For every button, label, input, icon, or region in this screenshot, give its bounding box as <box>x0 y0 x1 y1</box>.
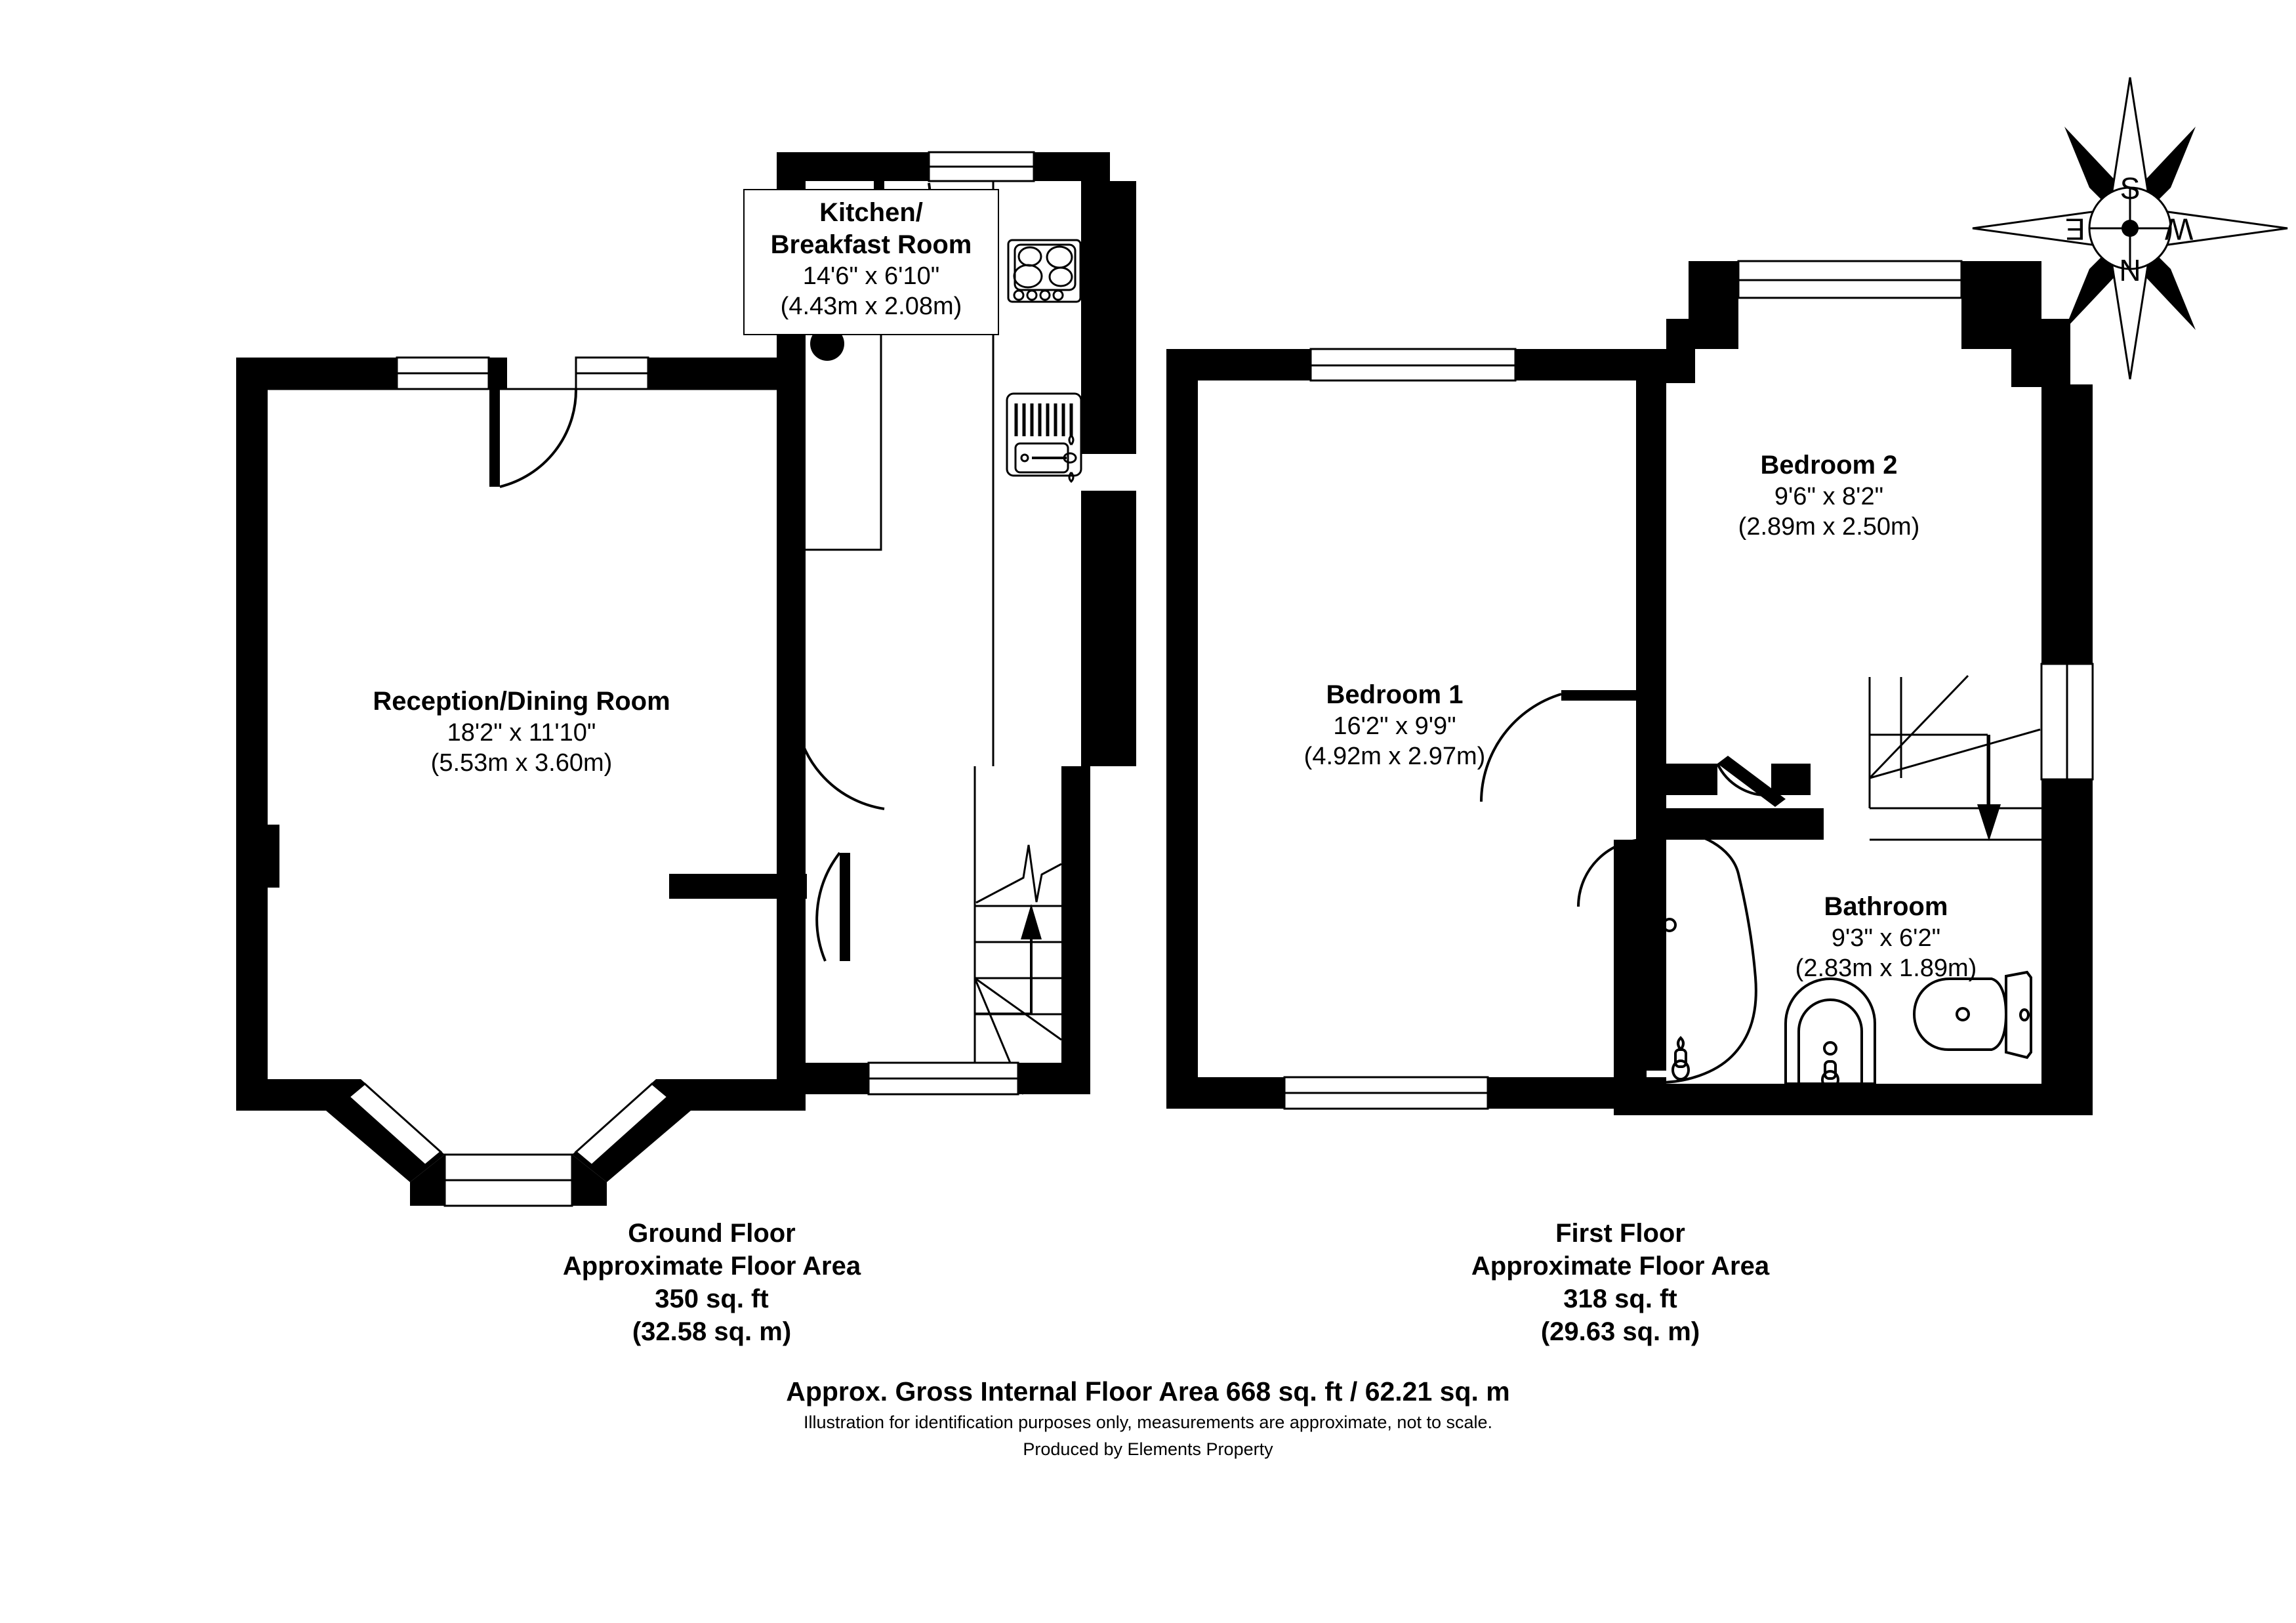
door-bedroom2 <box>1716 756 1786 807</box>
room-label-reception-dining: Reception/Dining Room 18'2" x 11'10" (5.… <box>373 686 670 779</box>
window-reception-top-right <box>575 356 649 390</box>
door-reception-to-kitchen <box>489 387 578 488</box>
bay-side-windows-ground <box>347 1082 670 1166</box>
room-dim-reception-imperial: 18'2" x 11'10" <box>447 718 596 747</box>
bay-window-ground <box>443 1153 573 1207</box>
floor-summary-first: First Floor Approximate Floor Area 318 s… <box>1471 1217 1769 1348</box>
first-floor-plan <box>1166 260 2094 1115</box>
ground-floor-area-m: (32.58 sq. m) <box>632 1317 792 1346</box>
toilet-icon <box>1912 970 2032 1059</box>
door-bathroom <box>1577 838 1646 907</box>
compass-label-bottom: N <box>2119 253 2141 287</box>
room-dim-bathroom-metric: (2.83m x 1.89m) <box>1795 955 1977 983</box>
first-floor-inner-lines <box>1694 298 2013 319</box>
kitchen-label-box <box>743 189 999 335</box>
ground-floor-title: Ground Floor <box>628 1219 796 1248</box>
ground-floor-area-ft: 350 sq. ft <box>655 1284 769 1313</box>
compass-rose <box>1972 77 2288 380</box>
room-label-bedroom1: Bedroom 1 16'2" x 9'9" (4.92m x 2.97m) <box>1304 679 1486 772</box>
room-label-bedroom2: Bedroom 2 9'6" x 8'2" (2.89m x 2.50m) <box>1738 449 1920 543</box>
first-floor-area-ft: 318 sq. ft <box>1563 1284 1677 1313</box>
first-floor-subtitle: Approximate Floor Area <box>1471 1252 1770 1281</box>
gross-internal-floor-area: Approx. Gross Internal Floor Area 668 sq… <box>786 1376 1510 1407</box>
sink-icon <box>1006 392 1082 483</box>
wash-basin-icon <box>1784 977 1876 1090</box>
room-name-kitchen-line1: Kitchen/ <box>819 198 923 227</box>
compass-label-right: W <box>2165 212 2194 247</box>
room-name-reception-dining: Reception/Dining Room <box>373 687 670 716</box>
room-name-bedroom1: Bedroom 1 <box>1326 680 1464 709</box>
window-reception-top-left <box>396 356 490 390</box>
window-kitchen-top <box>928 151 1035 182</box>
room-dim-bedroom1-metric: (4.92m x 2.97m) <box>1303 743 1486 771</box>
room-name-kitchen-line2: Breakfast Room <box>770 230 972 259</box>
window-landing-right <box>2040 663 2094 781</box>
gross-area-summary: Approx. Gross Internal Floor Area 668 sq… <box>786 1374 1510 1462</box>
ground-floor-subtitle: Approximate Floor Area <box>562 1252 861 1281</box>
first-floor-area-m: (29.63 sq. m) <box>1540 1317 1700 1346</box>
door-hall-to-reception-lower <box>815 852 850 962</box>
room-name-bedroom2: Bedroom 2 <box>1760 451 1898 480</box>
stairs-down-icon <box>1868 674 2041 841</box>
room-dim-kitchen-metric: (4.43m x 2.08m) <box>780 292 962 320</box>
door-bedroom1 <box>1480 690 1666 802</box>
room-dim-reception-metric: (5.53m x 3.60m) <box>430 749 613 777</box>
compass-label-top: S <box>2120 171 2141 205</box>
kitchen-appliance-dot <box>810 327 844 361</box>
disclaimer-text: Illustration for identification purposes… <box>803 1412 1493 1433</box>
window-bedroom1-top <box>1309 348 1517 382</box>
room-dim-bedroom2-metric: (2.89m x 2.50m) <box>1738 513 1920 541</box>
floor-summary-ground: Ground Floor Approximate Floor Area 350 … <box>563 1217 861 1348</box>
room-dim-bathroom-imperial: 9'3" x 6'2" <box>1831 924 1941 952</box>
window-bedroom1-bottom <box>1283 1076 1489 1110</box>
first-floor-title: First Floor <box>1555 1219 1685 1248</box>
room-label-kitchen: Kitchen/ Breakfast Room 14'6" x 6'10" (4… <box>771 197 972 321</box>
bathtub-icon <box>1644 830 1757 1084</box>
door-hall-to-reception-upper <box>794 706 885 812</box>
room-name-bathroom: Bathroom <box>1824 892 1948 921</box>
hob-icon <box>1007 239 1082 303</box>
room-label-bathroom: Bathroom 9'3" x 6'2" (2.83m x 1.89m) <box>1795 891 1977 984</box>
room-dim-bedroom2-imperial: 9'6" x 8'2" <box>1774 482 1884 510</box>
room-dim-kitchen-imperial: 14'6" x 6'10" <box>802 262 940 290</box>
producer-text: Produced by Elements Property <box>1023 1439 1273 1459</box>
room-dim-bedroom1-imperial: 16'2" x 9'9" <box>1333 712 1456 740</box>
compass-label-left: E <box>2065 212 2085 247</box>
window-hall-bottom <box>867 1061 1019 1096</box>
window-bedroom2-top <box>1737 260 1963 299</box>
